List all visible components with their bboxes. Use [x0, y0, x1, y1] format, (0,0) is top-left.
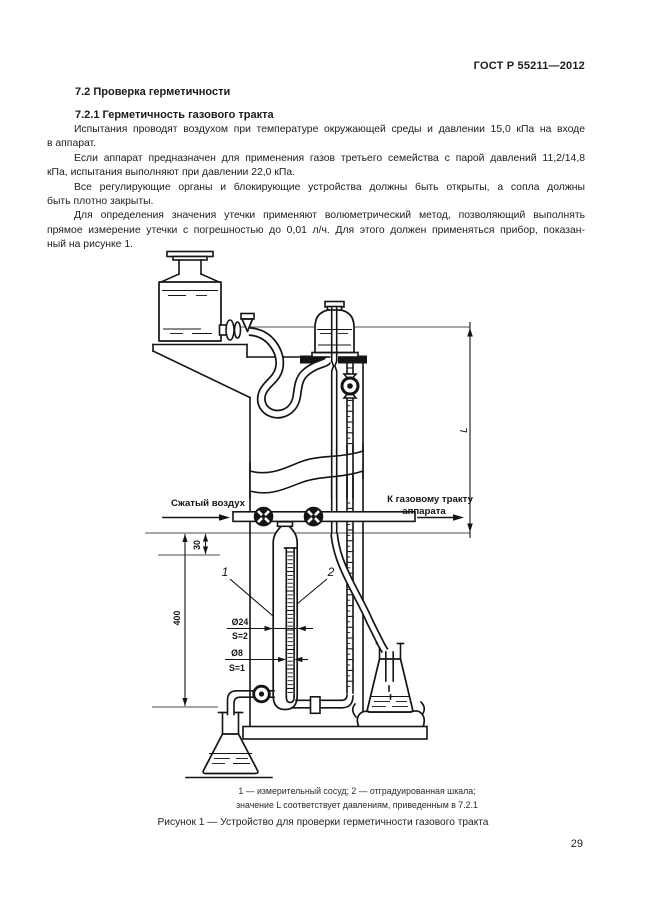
paragraph-line: ный на рисунке 1. [47, 239, 134, 251]
paragraph-line: Испытания проводят воздухом при температ… [74, 124, 585, 135]
figure-title: Рисунок 1 — Устройство для проверки герм… [157, 817, 489, 828]
air-pipe [232, 506, 416, 527]
scale-strip [340, 362, 360, 694]
dim-L-label: L [459, 427, 470, 433]
gas-tract-outlet: К газовому тракту аппарата [387, 494, 474, 521]
break-lines [249, 443, 365, 499]
dimension-L: L [459, 322, 473, 538]
graduated-tube-ticks [286, 551, 295, 693]
pipe-valve-icon [303, 506, 324, 527]
right-flask [351, 642, 426, 728]
figure-caption-line: 1 — измерительный сосуд; 2 — отградуиров… [238, 786, 476, 796]
page-header-standard-number: ГОСТ Р 55211—2012 [473, 60, 585, 72]
dim-30-label: 30 [192, 540, 202, 550]
callout-2: 2 [296, 565, 335, 605]
drain-plumbing [226, 684, 275, 716]
figure-caption-line: значение L соответствует давлениям, прив… [236, 800, 478, 810]
paragraph-line: кПа, испытания выполняют при давлении 22… [47, 167, 296, 179]
callout-1: 1 [222, 565, 274, 617]
scale-strip-ticks [347, 367, 353, 688]
section-heading-7-2-1: 7.2.1 Герметичность газового тракта [75, 109, 274, 121]
dimension-30: 30 [158, 534, 220, 556]
graduated-tube [283, 547, 297, 704]
s-curve-tube [248, 327, 334, 419]
bottom-pipe [291, 694, 354, 715]
paragraph-line: Все регулирующие органы и блокирующие ус… [74, 181, 585, 193]
dia8-label: Ø8 [231, 648, 243, 658]
flow-arrow-icon [453, 514, 464, 521]
dia24-label: Ø24 [232, 617, 249, 627]
paragraph-line: Если аппарат предназначен для применения… [74, 152, 585, 164]
bottle-tap-valve-icon [218, 312, 255, 341]
flexible-tube [330, 533, 395, 700]
dimension-dia24: Ø24 S=2 [227, 617, 313, 641]
s1-label: S=1 [229, 663, 245, 673]
supply-bottle [158, 250, 222, 342]
paragraph-line: в аппарат. [47, 138, 97, 150]
gas-tract-label-2: аппарата [402, 506, 446, 517]
s2-label: S=2 [232, 631, 248, 641]
flask-cushion [356, 710, 425, 728]
flow-arrow-icon [219, 514, 230, 521]
dimension-400: 400 [152, 534, 218, 708]
stand-column [151, 343, 367, 728]
dim-400-label: 400 [172, 611, 182, 626]
float-vessel [311, 300, 359, 364]
left-flask [185, 711, 273, 779]
dimension-dia8: Ø8 S=1 [225, 648, 308, 673]
paragraph-line: быть плотно закрыты. [47, 196, 154, 208]
callout-1-label: 1 [222, 565, 229, 579]
reference-lines [145, 326, 470, 534]
section-heading-7-2: 7.2 Проверка герметичности [75, 86, 231, 98]
measuring-vessel [272, 520, 299, 711]
gas-tract-label-1: К газовому тракту [387, 494, 473, 505]
figure-caption: 1 — измерительный сосуд; 2 — отградуиров… [132, 784, 582, 812]
page-number: 29 [570, 838, 583, 850]
paragraph-line: прямое измерение утечки с погрешностью д… [47, 224, 585, 236]
drain-valve-icon [252, 684, 271, 704]
pipe-valve-icon [253, 506, 274, 527]
down-tube [330, 359, 338, 535]
paragraph-line: Для определения значения утечки применяю… [74, 210, 585, 222]
compressed-air-label: Сжатый воздух [171, 498, 246, 509]
body-text: Испытания проводят воздухом при температ… [47, 123, 585, 253]
base-plate [242, 725, 428, 740]
scale-valve-icon [340, 373, 360, 399]
callout-2-label: 2 [327, 565, 335, 579]
compressed-air-inlet: Сжатый воздух [162, 498, 246, 521]
